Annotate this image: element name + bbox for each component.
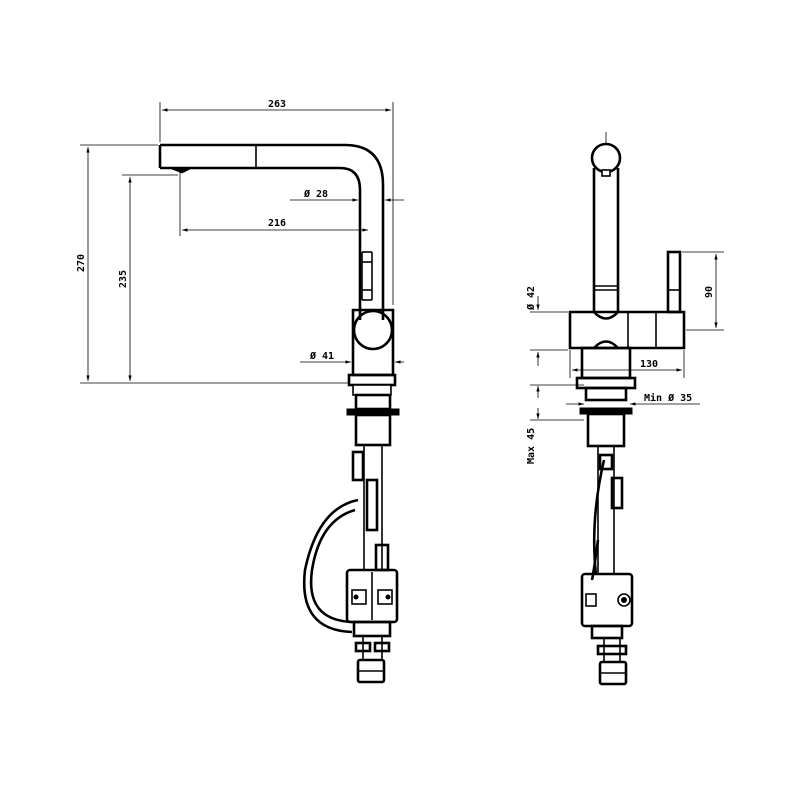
- dim-total-height-label: 270: [76, 254, 87, 272]
- front-spout: [590, 132, 622, 312]
- dim-spout-diameter: Ø 28: [290, 188, 404, 202]
- front-handle: [666, 250, 682, 314]
- dim-spout-height-label: 235: [118, 270, 129, 288]
- front-valve-block: [580, 572, 634, 640]
- dim-handle-height: 90: [682, 251, 724, 331]
- spout: [158, 143, 385, 320]
- dim-total-height: 270: [76, 144, 349, 384]
- dim-total-width: 263: [159, 99, 394, 305]
- dim-hole-diameter-label: Min Ø 35: [644, 392, 692, 404]
- dim-body-diameter: Ø 41: [300, 350, 404, 364]
- dim-total-width-label: 263: [268, 99, 286, 110]
- dim-spout-reach: 216: [179, 172, 368, 236]
- dim-deck-thickness: Max 45: [526, 384, 584, 464]
- dim-body-diameter-label: Ø 41: [309, 350, 334, 362]
- mounting: [302, 393, 400, 634]
- dim-front-body-width: 130: [569, 350, 685, 378]
- dim-hole-diameter: Min Ø 35: [566, 392, 700, 406]
- front-body: [568, 310, 686, 390]
- valve-block: [345, 568, 399, 638]
- side-view: 263 216 Ø 28 270 235: [76, 99, 404, 684]
- dim-spout-reach-label: 216: [268, 218, 286, 229]
- dim-spout-height: 235: [118, 174, 178, 381]
- dim-front-body-diameter: Ø 42: [525, 286, 568, 366]
- body: [347, 308, 397, 396]
- dim-handle-height-label: 90: [704, 286, 715, 298]
- hose-connectors: [354, 636, 391, 684]
- front-view: Ø 42 90 130 Min Ø 35 Max 45: [525, 132, 724, 686]
- dim-front-body-diameter-label: Ø 42: [525, 286, 537, 311]
- front-hose-connectors: [596, 638, 628, 686]
- dim-front-body-width-label: 130: [640, 359, 658, 370]
- front-mounting: [579, 386, 633, 581]
- dim-deck-thickness-label: Max 45: [526, 428, 537, 464]
- dim-spout-diameter-label: Ø 28: [303, 188, 328, 200]
